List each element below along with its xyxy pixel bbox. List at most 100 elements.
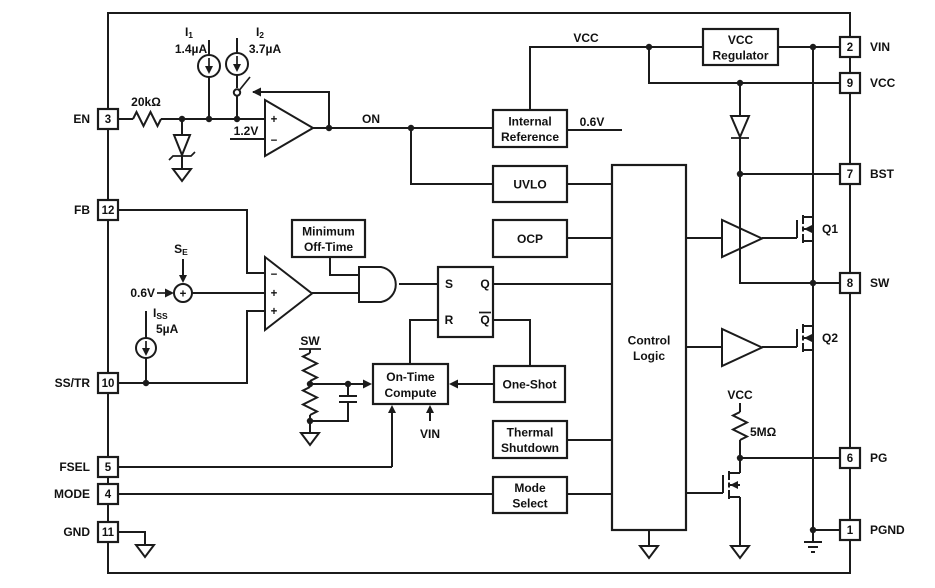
pin-gnd: 11 GND (63, 520, 120, 544)
bootstrap-wire (739, 174, 813, 284)
one-shot-label: One-Shot (503, 378, 557, 392)
pin-label-mode: MODE (54, 487, 90, 501)
vin-sense-arrow-icon (426, 405, 434, 413)
vcc-regulator-label-2: Regulator (712, 49, 768, 63)
mode-select-label-1: Mode (514, 481, 546, 495)
pin-number-sw: 8 (847, 278, 854, 290)
ground-arrow-icon (134, 544, 156, 559)
ground-arrow-icon (171, 168, 193, 183)
pin-en: 3 EN (73, 107, 120, 131)
gate-driver2-icon (721, 327, 765, 368)
control-logic-label-1: Control (628, 334, 671, 348)
en-feedback-wire (253, 91, 330, 128)
summing-plus: + (180, 289, 187, 301)
sw-divider-resistor-bottom (300, 386, 320, 416)
block-sr-latch (436, 265, 495, 339)
latch-qbar-label: Q (480, 313, 489, 327)
block-mode-select (491, 475, 569, 515)
pin-number-fb: 12 (102, 205, 115, 217)
q1-label: Q1 (822, 222, 838, 236)
pgfet-body-arrow-icon (730, 481, 738, 489)
housekeeping-section: Thermal Shutdown Mode Select (118, 419, 612, 559)
pin-box-vcc (838, 71, 862, 95)
pin-vin: 2 VIN (838, 35, 890, 59)
latch-s-label: S (445, 277, 453, 291)
and-gate-icon (358, 266, 397, 303)
pin-number-vcc: 9 (847, 78, 853, 90)
pin-box-sstr (96, 371, 120, 395)
pin-vcc: 9 VCC (838, 71, 896, 95)
block-minimum-off-time (290, 218, 367, 259)
pin-label-sw: SW (870, 276, 890, 290)
i1-value: 1.4µA (175, 42, 208, 56)
block-thermal-shutdown (491, 419, 569, 460)
pwm-logic-section: Minimum Off-Time S Q R Q OCP (290, 218, 612, 366)
sstr-wire (118, 310, 265, 384)
ground-arrow-icon (729, 545, 751, 560)
pin-label-en: EN (73, 112, 90, 126)
ot-input-arrow-icon (363, 379, 372, 389)
junction-dot (325, 124, 333, 132)
junction-dot (344, 380, 352, 388)
sum-ref-label: 0.6V (130, 286, 155, 300)
power-stage-section: Q1 Q2 (686, 47, 840, 553)
block-uvlo (491, 164, 569, 204)
pin-box-fb (96, 198, 120, 222)
vcc-regulator-label-1: VCC (728, 33, 754, 47)
pin-mode: 4 MODE (54, 482, 120, 506)
junction-dot (233, 115, 241, 123)
pin-number-pgnd: 1 (847, 525, 854, 537)
zener-bar (168, 151, 196, 161)
vin-sense-label: VIN (420, 427, 440, 441)
junction-dot (736, 79, 744, 87)
q1-body-arrow-icon (804, 225, 812, 233)
q2-gate-wire (762, 329, 798, 348)
junction-dot (178, 115, 186, 123)
block-control-logic (610, 163, 688, 532)
junction-dot (809, 526, 817, 534)
ocp-label: OCP (517, 232, 543, 246)
pin-fsel: 5 FSEL (59, 455, 120, 479)
pin-box-pg (838, 446, 862, 470)
uvlo-input-wire (410, 128, 493, 185)
pin-label-fb: FB (74, 203, 90, 217)
pin-fb: 12 FB (74, 198, 120, 222)
sw-sense-label: SW (300, 334, 320, 348)
internal-reference-label-1: Internal (508, 115, 551, 129)
pin-label-pg: PG (870, 451, 887, 465)
pin-box-mode (96, 482, 120, 506)
pin-label-bst: BST (870, 167, 895, 181)
pin-label-gnd: GND (63, 525, 90, 539)
one-shot-arrow-icon (449, 379, 458, 389)
vcc-net-wire (529, 46, 840, 110)
pin-label-pgnd: PGND (870, 523, 905, 537)
mode-select-label-2: Select (512, 497, 547, 511)
junction-dot (306, 380, 314, 388)
junction-dot (645, 43, 653, 51)
q1-gate-wire (762, 220, 798, 239)
ground-arrow-icon (638, 545, 660, 560)
pin-label-sstr: SS/TR (55, 376, 91, 390)
ref-out-label: 0.6V (580, 115, 605, 129)
reference-section: Internal Reference 0.6V UVLO VCC VCC Reg… (410, 27, 840, 204)
switch-lever-icon (238, 76, 251, 91)
se-arrow-icon (179, 275, 187, 283)
error-amp-section: ISS 5µA 0.6V + SE − + + (118, 209, 359, 387)
reset-wire (409, 319, 438, 364)
switch-pivot-icon (232, 88, 242, 97)
i1-label: I1 (185, 25, 193, 40)
en-threshold-label: 1.2V (234, 124, 259, 138)
pg-pullup-label: 5MΩ (750, 425, 777, 439)
latch-q-label: Q (480, 277, 489, 291)
pin-number-pg: 6 (847, 453, 853, 465)
error-comp-minus: − (271, 269, 278, 281)
i2-arrow-head (233, 64, 241, 72)
i2-label: I2 (256, 25, 264, 40)
pin-number-en: 3 (105, 114, 111, 126)
control-logic-section: Control Logic (610, 163, 688, 560)
internal-reference-label-2: Reference (501, 130, 559, 144)
pin-number-fsel: 5 (105, 462, 112, 474)
q2-label: Q2 (822, 331, 838, 345)
pin-pgnd: 1 PGND (838, 518, 905, 542)
min-off-time-label-1: Minimum (302, 225, 355, 239)
